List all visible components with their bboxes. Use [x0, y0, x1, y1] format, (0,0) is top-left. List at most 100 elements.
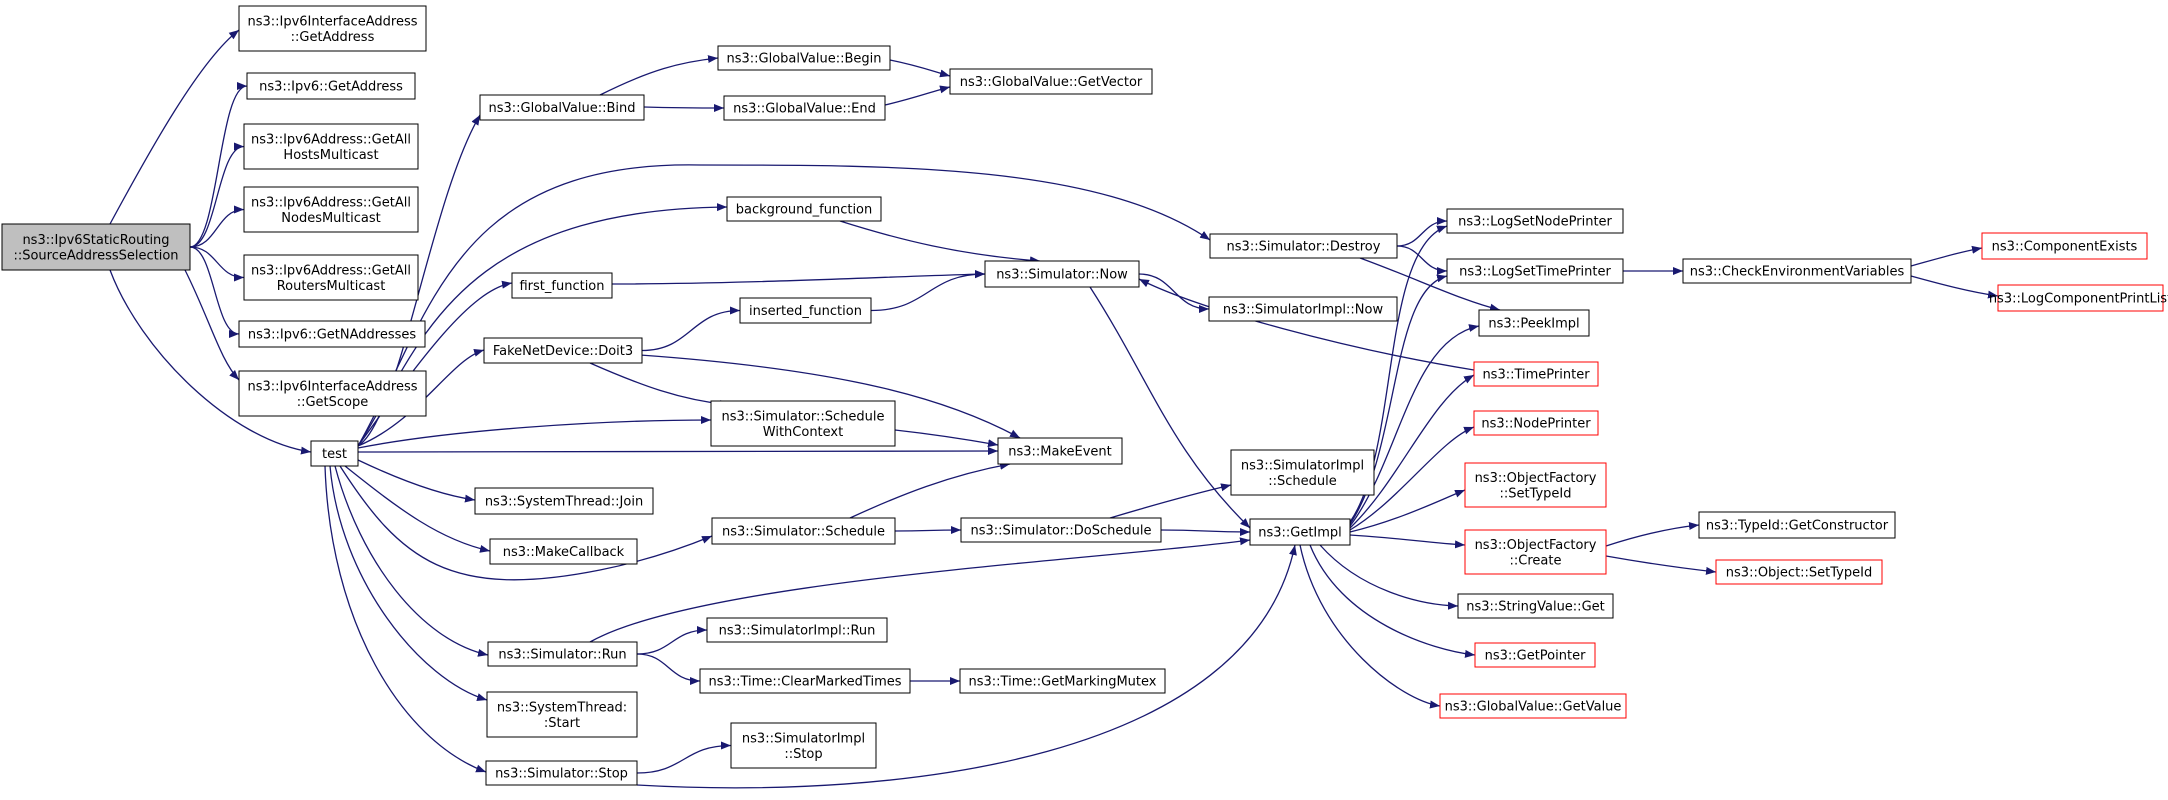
node-box — [487, 641, 638, 667]
node-box — [706, 617, 888, 643]
node-label-line: ns3::LogComponentPrintList — [1989, 292, 2168, 307]
edge-first_function-to-sim_now — [611, 270, 986, 285]
node-box — [726, 196, 882, 222]
edge-path — [636, 626, 708, 655]
node-logcomplist[interactable]: ns3::LogComponentPrintList — [1989, 284, 2168, 312]
node-getscope[interactable]: ns3::Ipv6InterfaceAddress::GetScope — [238, 370, 427, 417]
node-getimpl[interactable]: ns3::GetImpl — [1249, 518, 1351, 546]
edge-path — [1349, 426, 1475, 531]
edge-sim_run-to-clearmarked — [636, 653, 701, 685]
node-getnaddresses[interactable]: ns3::Ipv6::GetNAddresses — [238, 320, 426, 348]
node-label-line: ns3::Ipv6InterfaceAddress — [247, 379, 417, 394]
node-box — [243, 254, 419, 301]
edge-path — [189, 205, 245, 248]
edge-getimpl-to-of_create — [1349, 534, 1466, 549]
node-label-line: ns3::GlobalValue::GetVector — [960, 75, 1143, 90]
node-label-line: ns3::LogSetNodePrinter — [1458, 215, 1612, 230]
node-st_start[interactable]: ns3::SystemThread::Start — [486, 691, 638, 738]
edge-getimpl-to-peekimpl — [1349, 324, 1480, 527]
node-box — [1439, 693, 1627, 719]
edge-test-to-doit3 — [357, 348, 485, 447]
node-simimpl_stop[interactable]: ns3::SimulatorImpl::Stop — [730, 722, 877, 769]
node-simimpl_run[interactable]: ns3::SimulatorImpl::Run — [706, 617, 888, 643]
edge-path — [344, 465, 491, 553]
node-obj_settypeid[interactable]: ns3::Object::SetTypeId — [1715, 559, 1883, 585]
edge-getimpl-to-of_settypeid — [1349, 489, 1466, 533]
node-typeid_getctor[interactable]: ns3::TypeId::GetConstructor — [1698, 511, 1896, 539]
node-label-line: ::GetScope — [297, 395, 369, 410]
node-logtimeprinter[interactable]: ns3::LogSetTimePrinter — [1446, 258, 1624, 284]
node-peekimpl[interactable]: ns3::PeekImpl — [1478, 309, 1590, 337]
node-box — [960, 517, 1162, 543]
node-doschedule[interactable]: ns3::Simulator::DoSchedule — [960, 517, 1162, 543]
node-label-line: ns3::Object::SetTypeId — [1726, 566, 1872, 581]
edge-test-to-first_function — [357, 280, 513, 447]
node-lognodeprinter[interactable]: ns3::LogSetNodePrinter — [1446, 208, 1624, 234]
edge-sim_schedule-to-doschedule — [894, 526, 962, 535]
edge-test-to-makeevent — [357, 447, 999, 456]
edge-test-to-sched_ctx — [357, 416, 712, 449]
node-label-line: ns3::GlobalValue::Bind — [489, 101, 636, 116]
node-simimpl_now[interactable]: ns3::SimulatorImpl::Now — [1208, 296, 1398, 322]
node-stringvalue_get[interactable]: ns3::StringValue::Get — [1457, 593, 1614, 619]
node-box — [1, 223, 191, 271]
node-box — [1446, 258, 1624, 284]
node-box — [711, 517, 896, 545]
node-gv_getvalue[interactable]: ns3::GlobalValue::GetValue — [1439, 693, 1627, 719]
node-makeevent[interactable]: ns3::MakeEvent — [997, 437, 1123, 465]
node-label-line: ns3::Simulator::Now — [996, 268, 1128, 283]
node-checkenv[interactable]: ns3::CheckEnvironmentVariables — [1682, 258, 1912, 284]
edge-path — [1160, 527, 1251, 536]
node-label-line: ns3::Simulator::Run — [498, 648, 626, 663]
node-root[interactable]: ns3::Ipv6StaticRouting::SourceAddressSel… — [1, 223, 191, 271]
node-doit3[interactable]: FakeNetDevice::Doit3 — [483, 337, 643, 364]
node-box — [1997, 284, 2164, 312]
node-timeprinter[interactable]: ns3::TimePrinter — [1473, 361, 1599, 387]
node-ipv6_getaddress[interactable]: ns3::Ipv6::GetAddress — [246, 72, 416, 100]
node-label-line: ::GetAddress — [291, 30, 375, 45]
node-of_settypeid[interactable]: ns3::ObjectFactory::SetTypeId — [1464, 462, 1607, 508]
node-inserted_function[interactable]: inserted_function — [739, 297, 872, 324]
node-sim_run[interactable]: ns3::Simulator::Run — [487, 641, 638, 667]
edge-root-to-ipv6ifaddr_getaddress — [109, 29, 240, 225]
edge-getimpl-to-stringvalue_get — [1319, 544, 1459, 610]
node-gv_end[interactable]: ns3::GlobalValue::End — [723, 95, 886, 121]
node-label-line: ns3::ObjectFactory — [1475, 471, 1597, 486]
node-box — [485, 760, 638, 786]
node-gv_getvector[interactable]: ns3::GlobalValue::GetVector — [949, 68, 1153, 95]
node-makecallback[interactable]: ns3::MakeCallback — [489, 538, 638, 565]
node-markingmutex[interactable]: ns3::Time::GetMarkingMutex — [959, 668, 1166, 694]
node-box — [1981, 232, 2148, 260]
edge-path — [184, 269, 240, 381]
edge-path — [1605, 522, 1700, 547]
edge-test-to-makecallback — [344, 465, 491, 553]
node-ipv6ifaddr_getaddress[interactable]: ns3::Ipv6InterfaceAddress::GetAddress — [238, 5, 427, 52]
node-sim_stop[interactable]: ns3::Simulator::Stop — [485, 760, 638, 786]
node-clearmarked[interactable]: ns3::Time::ClearMarkedTimes — [699, 668, 911, 694]
node-label-line: ::Stop — [784, 747, 822, 762]
node-sim_schedule[interactable]: ns3::Simulator::Schedule — [711, 517, 896, 545]
edge-path — [189, 246, 240, 338]
node-getpointer[interactable]: ns3::GetPointer — [1474, 642, 1596, 668]
node-label-line: ns3::TimePrinter — [1482, 368, 1590, 383]
edge-path — [599, 55, 719, 96]
node-sim_destroy[interactable]: ns3::Simulator::Destroy — [1209, 233, 1398, 259]
node-test[interactable]: test — [310, 440, 359, 467]
node-label-line: ns3::Ipv6Address::GetAll — [251, 263, 411, 278]
node-of_create[interactable]: ns3::ObjectFactory::Create — [1464, 529, 1607, 575]
node-componentexists[interactable]: ns3::ComponentExists — [1981, 232, 2148, 260]
node-st_join[interactable]: ns3::SystemThread::Join — [474, 487, 654, 515]
node-sim_now[interactable]: ns3::Simulator::Now — [984, 260, 1140, 288]
edge-path — [324, 465, 487, 773]
node-gv_bind[interactable]: ns3::GlobalValue::Bind — [479, 94, 645, 121]
node-nodeprinter[interactable]: ns3::NodePrinter — [1473, 410, 1599, 436]
node-box — [238, 370, 427, 417]
node-background_function[interactable]: background_function — [726, 196, 882, 222]
node-gv_begin[interactable]: ns3::GlobalValue::Begin — [717, 45, 891, 71]
node-simimpl_schedule[interactable]: ns3::SimulatorImpl::Schedule — [1230, 449, 1375, 496]
node-first_function[interactable]: first_function — [511, 272, 613, 299]
